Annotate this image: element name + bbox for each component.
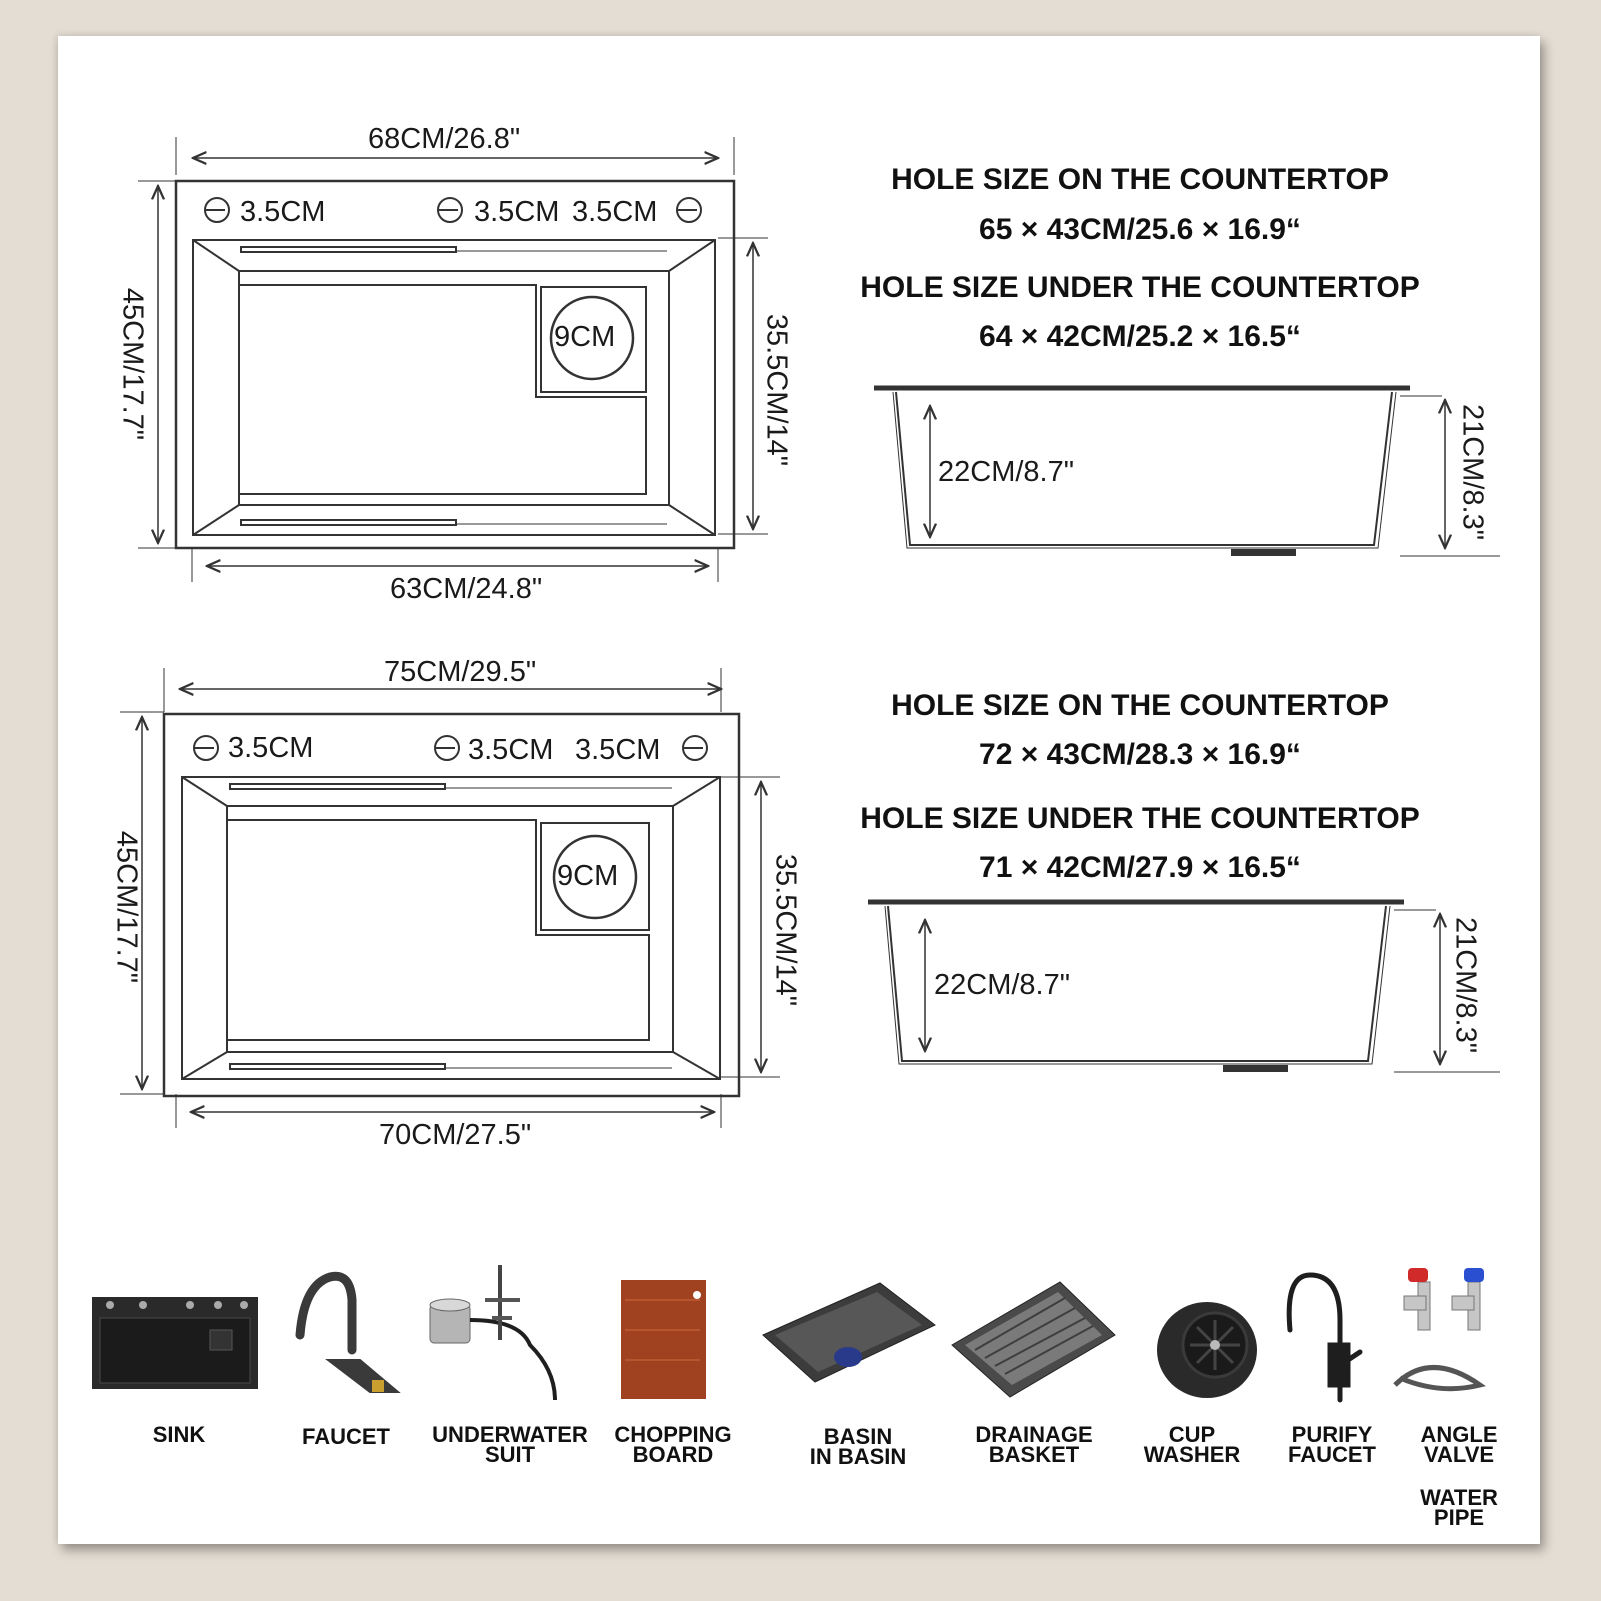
- accessory-label-faucet: FAUCET: [302, 1424, 390, 1449]
- sink-large-hole-mid: 3.5CM: [474, 196, 560, 228]
- sink-small-side-view: [868, 899, 1500, 1073]
- sink-small-hole-right: 3.5CM: [575, 734, 661, 766]
- sink-large-hole-right: 3.5CM: [572, 196, 658, 228]
- sink-small-hole-left: 3.5CM: [228, 732, 314, 764]
- sink-small-hole-mid: 3.5CM: [468, 734, 554, 766]
- basin-in-basin-icon: [762, 1282, 936, 1383]
- sink-large-top-width: 68CM/26.8": [368, 123, 521, 155]
- sink-large-depth-inner: 22CM/8.7": [938, 456, 1075, 488]
- sink-small-under-countertop-value: 71 × 42CM/27.9 × 16.5“: [979, 851, 1301, 884]
- purify-faucet-icon: [1286, 1272, 1363, 1403]
- sink-large-hole-left: 3.5CM: [240, 196, 326, 228]
- sink-large-drain-size: 9CM: [554, 321, 616, 353]
- faucet-icon: [295, 1271, 401, 1393]
- sink-large-under-countertop-title: HOLE SIZE UNDER THE COUNTERTOP: [860, 271, 1420, 304]
- sink-large-under-countertop-value: 64 × 42CM/25.2 × 16.5“: [979, 320, 1301, 353]
- sink-small-top-width: 75CM/29.5": [384, 656, 537, 688]
- drainage-basket-icon: [951, 1281, 1116, 1398]
- sink-small-on-countertop-value: 72 × 43CM/28.3 × 16.9“: [979, 738, 1301, 771]
- sink-small-drain-size: 9CM: [557, 860, 619, 892]
- sink-small-top-view: [120, 668, 780, 1128]
- sink-large-side-view: [874, 385, 1500, 557]
- sink-large-on-countertop-title: HOLE SIZE ON THE COUNTERTOP: [891, 163, 1389, 196]
- sink-large-on-countertop-value: 65 × 43CM/25.6 × 16.9“: [979, 213, 1301, 246]
- cup-washer-icon: [1157, 1302, 1257, 1398]
- sink-icon: [92, 1297, 258, 1389]
- angle-valve-icon: [1393, 1268, 1486, 1392]
- chopping-board-icon: [621, 1280, 706, 1399]
- sink-small-on-countertop-title: HOLE SIZE ON THE COUNTERTOP: [891, 689, 1389, 722]
- sink-large-bottom-width: 63CM/24.8": [390, 573, 543, 605]
- underwater-suit-icon: [429, 1265, 557, 1401]
- sink-small-bottom-width: 70CM/27.5": [379, 1119, 532, 1151]
- sink-large-top-view: [138, 137, 768, 582]
- sink-small-under-countertop-title: HOLE SIZE UNDER THE COUNTERTOP: [860, 802, 1420, 835]
- sink-small-depth-inner: 22CM/8.7": [934, 969, 1071, 1001]
- accessory-label-sink: SINK: [152, 1422, 206, 1447]
